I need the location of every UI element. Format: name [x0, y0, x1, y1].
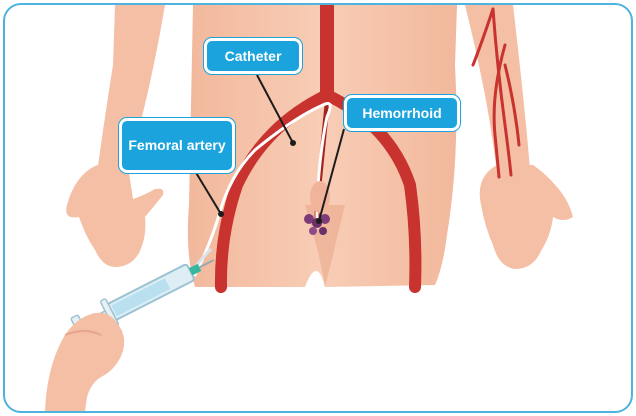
- hemorrhoid-label: Hemorrhoid: [344, 95, 460, 131]
- hand-icon: [45, 313, 124, 411]
- anatomy-illustration: [5, 5, 631, 411]
- femoral-artery-label: Femoral artery: [119, 118, 235, 173]
- right-hand: [480, 165, 573, 269]
- left-hand: [66, 165, 163, 267]
- diagram-frame: Catheter Hemorrhoid Femoral artery: [3, 3, 633, 413]
- catheter-label: Catheter: [204, 38, 302, 74]
